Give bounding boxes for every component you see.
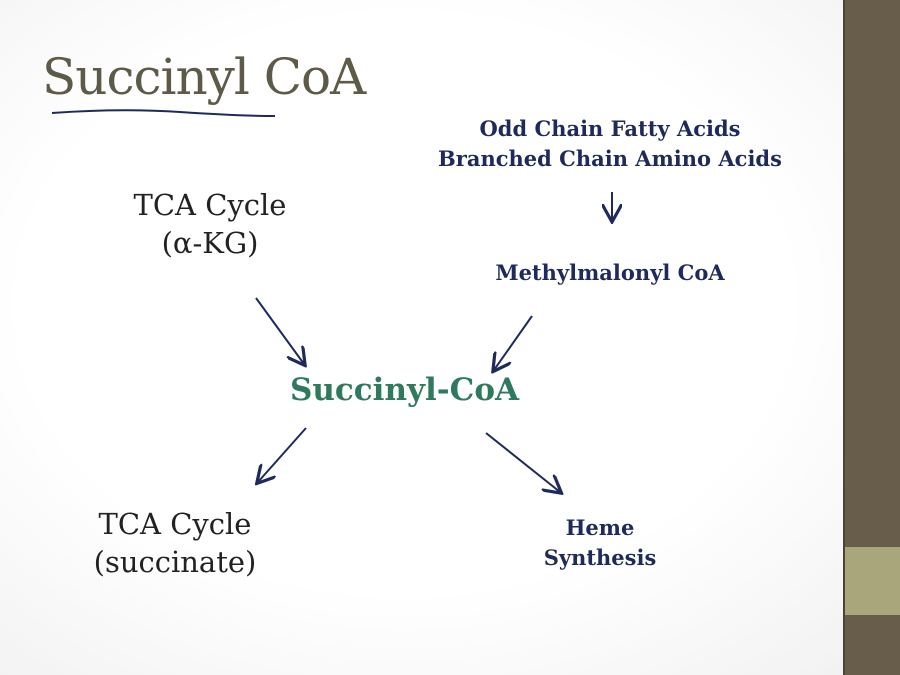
heme-synthesis: Heme Synthesis: [543, 515, 657, 570]
sources-label: Odd Chain Fatty Acids Branched Chain Ami…: [438, 116, 782, 171]
methylmalonyl-coa: Methylmalonyl CoA: [495, 260, 725, 285]
tca-cycle-alpha-kg: TCA Cycle (α-KG): [133, 188, 287, 260]
decorative-sidebar-band: [845, 547, 900, 615]
tca-cycle-succinate: TCA Cycle (succinate): [93, 507, 257, 579]
arrows-layer: [51, 109, 843, 675]
arrow-succinyl-to-tca: [258, 427, 307, 482]
arrow-methylmalonyl-to-succinyl: [494, 315, 533, 370]
slide-title: Succinyl CoA: [42, 48, 366, 106]
arrow-tca-to-succinyl: [255, 297, 304, 364]
succinyl-coa-center: Succinyl-CoA: [290, 372, 520, 408]
arrow-succinyl-to-heme: [485, 432, 560, 492]
title-underline: [51, 109, 276, 117]
